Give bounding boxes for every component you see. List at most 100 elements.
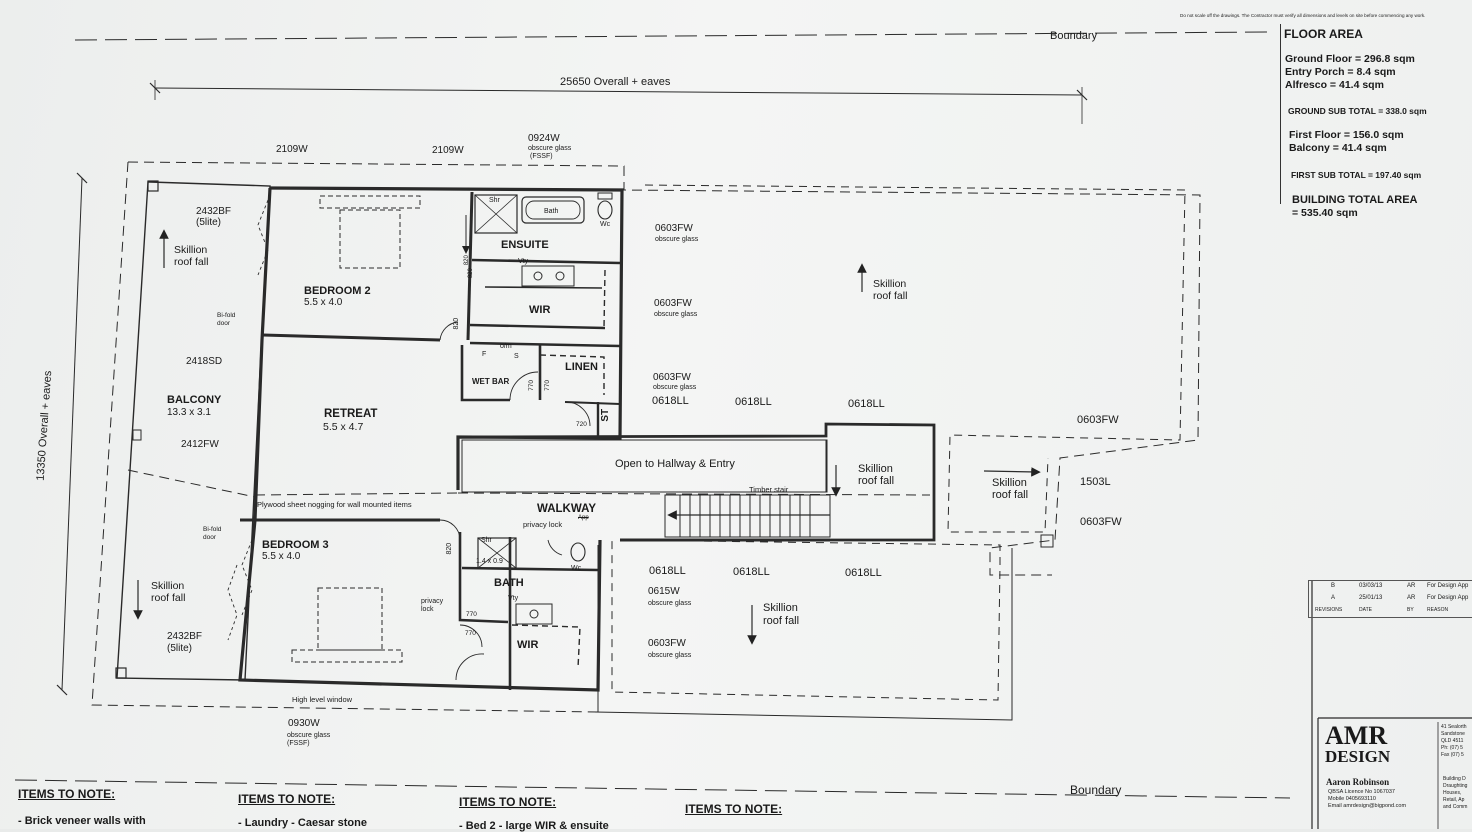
window-2109w-b: 2109W [432, 145, 464, 156]
company-logo-amr: AMR [1325, 721, 1388, 750]
window-0603fw-4: 0603FW [1077, 414, 1119, 426]
items-to-note-2-text: - Laundry - Caesar stone [238, 817, 367, 829]
rev-header-reason: REASON [1427, 607, 1449, 613]
company-service-4: Retail, Ap [1443, 797, 1465, 803]
company-mobile: Mobile 0405693110 [1328, 796, 1376, 802]
skillion-note-2b: roof fall [151, 592, 186, 604]
skillion-note-4: Skillion [858, 463, 893, 475]
floor-area-panel [1280, 24, 1472, 204]
fixture-shower-2-size: 1.4 x 0.9 [476, 558, 503, 565]
privacy-lock-1: privacy lock [523, 520, 563, 529]
room-wet-bar: WET BAR [472, 377, 510, 386]
rev-a: A [1331, 595, 1336, 601]
bifold-door-2: Bi-fold [203, 526, 222, 533]
company-phone: Ph: (07) 5 [1441, 745, 1463, 751]
items-to-note-3: ITEMS TO NOTE: [459, 795, 557, 809]
skillion-note-5: Skillion [992, 477, 1027, 489]
room-storage: ST [600, 408, 612, 422]
items-to-note-4: ITEMS TO NOTE: [685, 802, 783, 816]
window-0615w: 0615W [648, 586, 680, 597]
floor-area-ground-subtotal: GROUND SUB TOTAL = 338.0 sqm [1288, 106, 1427, 116]
room-wir-2: WIR [517, 639, 539, 651]
skillion-note-4b: roof fall [858, 475, 895, 487]
company-addr2: Sandstone [1441, 731, 1465, 737]
skillion-note-6b: roof fall [763, 615, 800, 627]
window-2432bf-top: 2432BF [196, 206, 232, 217]
window-0618ll-6: 0618LL [845, 567, 882, 579]
window-0930w-note: obscure glass [287, 732, 331, 739]
window-0924w-note: obscure glass [528, 145, 572, 152]
company-addr1: 41 Sealorth [1441, 724, 1467, 730]
door-dim-770-3: 770 [466, 611, 477, 618]
window-0615w-note: obscure glass [648, 600, 692, 607]
fixture-app: App [578, 515, 589, 521]
room-retreat-size: 5.5 x 4.7 [323, 421, 364, 433]
overall-width-label: 25650 Overall + eaves [560, 76, 671, 88]
rev-b-by: AR [1407, 583, 1416, 589]
rev-a-by: AR [1407, 595, 1416, 601]
window-0603fw-2-note: obscure glass [654, 311, 698, 318]
door-dim-820-3: 820 [467, 268, 474, 279]
company-addr3: QLD 4511 [1441, 738, 1464, 744]
fixture-vanity-2: Vty [508, 595, 519, 602]
skillion-note-5b: roof fall [992, 489, 1029, 501]
rev-a-reason: For Design App [1427, 595, 1469, 601]
floor-area-first: First Floor = 156.0 sqm [1289, 129, 1404, 141]
fixture-bath-tub: Bath [544, 208, 559, 215]
window-0930w: 0930W [288, 718, 320, 729]
floor-area-first-subtotal: FIRST SUB TOTAL = 197.40 sqm [1291, 170, 1422, 180]
timber-stair-note: Timber stair [749, 485, 789, 494]
window-0603fw-5: 0603FW [1080, 516, 1122, 528]
window-0603fw-6-note: obscure glass [648, 652, 692, 659]
boundary-line-bottom [14, 779, 1291, 799]
door-dim-720: 720 [576, 421, 587, 428]
rev-b-date: 03/03/13 [1359, 583, 1383, 589]
open-hallway-note: Open to Hallway & Entry [615, 458, 735, 470]
skillion-note-3: Skillion [873, 278, 907, 290]
rev-b: B [1331, 583, 1336, 589]
revisions-table: B 03/03/13 AR For Design App A 25/01/13 … [1308, 580, 1472, 618]
scale-notice: Do not scale off the drawings. The Contr… [1180, 13, 1426, 18]
window-0924w-note2: (FSSF) [530, 153, 553, 160]
window-0603fw-6: 0603FW [648, 638, 686, 649]
room-linen: LINEN [565, 361, 598, 373]
skillion-note-3b: roof fall [873, 290, 908, 302]
floor-area-ground: Ground Floor = 296.8 sqm [1285, 53, 1415, 65]
company-name: Aaron Robinson [1326, 777, 1390, 787]
room-balcony-size: 13.3 x 3.1 [167, 407, 211, 418]
window-0603fw-3-note: obscure glass [653, 384, 697, 391]
window-0618ll-2: 0618LL [735, 396, 772, 408]
skillion-note-6: Skillion [763, 602, 798, 614]
privacy-lock-2: privacy [421, 598, 444, 605]
window-0603fw-1-note: obscure glass [655, 236, 699, 243]
fixture-shower-1: Shr [489, 197, 500, 204]
company-service-5: and Comm [1443, 804, 1468, 810]
window-0930w-note2: (FSSF) [287, 740, 310, 747]
door-dim-820-2: 820 [463, 255, 470, 266]
window-2432bf-top-lite: (5lite) [196, 217, 222, 228]
fixture-sink: S [514, 353, 519, 360]
fixture-wc-2: Wc [571, 565, 582, 572]
room-bedroom-2-size: 5.5 x 4.0 [304, 297, 343, 308]
floor-area-title: FLOOR AREA [1284, 27, 1363, 41]
company-licence: QBSA Licence No 1067037 [1328, 789, 1395, 795]
skillion-note-1: Skillion [174, 244, 208, 256]
room-bath: BATH [494, 577, 524, 589]
dimension-line-overall-width [154, 87, 1083, 96]
window-0618ll-3: 0618LL [848, 398, 885, 410]
floor-area-entry: Entry Porch = 8.4 sqm [1285, 66, 1396, 78]
fixture-fridge: F [482, 351, 487, 358]
company-logo-design: DESIGN [1325, 747, 1391, 766]
door-dim-820-1: 820 [453, 317, 461, 330]
window-2432bf-bottom: 2432BF [167, 631, 203, 642]
floor-area-alfresco: Alfresco = 41.4 sqm [1285, 79, 1384, 91]
company-service-2: Draughting [1443, 783, 1468, 789]
door-dim-770-1: 770 [528, 379, 536, 391]
rev-header-revisions: REVISIONS [1315, 607, 1343, 613]
room-retreat: RETREAT [324, 408, 378, 420]
company-email: Email amrdesign@bigpond.com [1328, 803, 1407, 809]
boundary-label-top: Boundary [1050, 30, 1098, 42]
door-dim-820-4: 820 [446, 542, 454, 555]
fixture-wc-1: Wc [600, 221, 611, 228]
